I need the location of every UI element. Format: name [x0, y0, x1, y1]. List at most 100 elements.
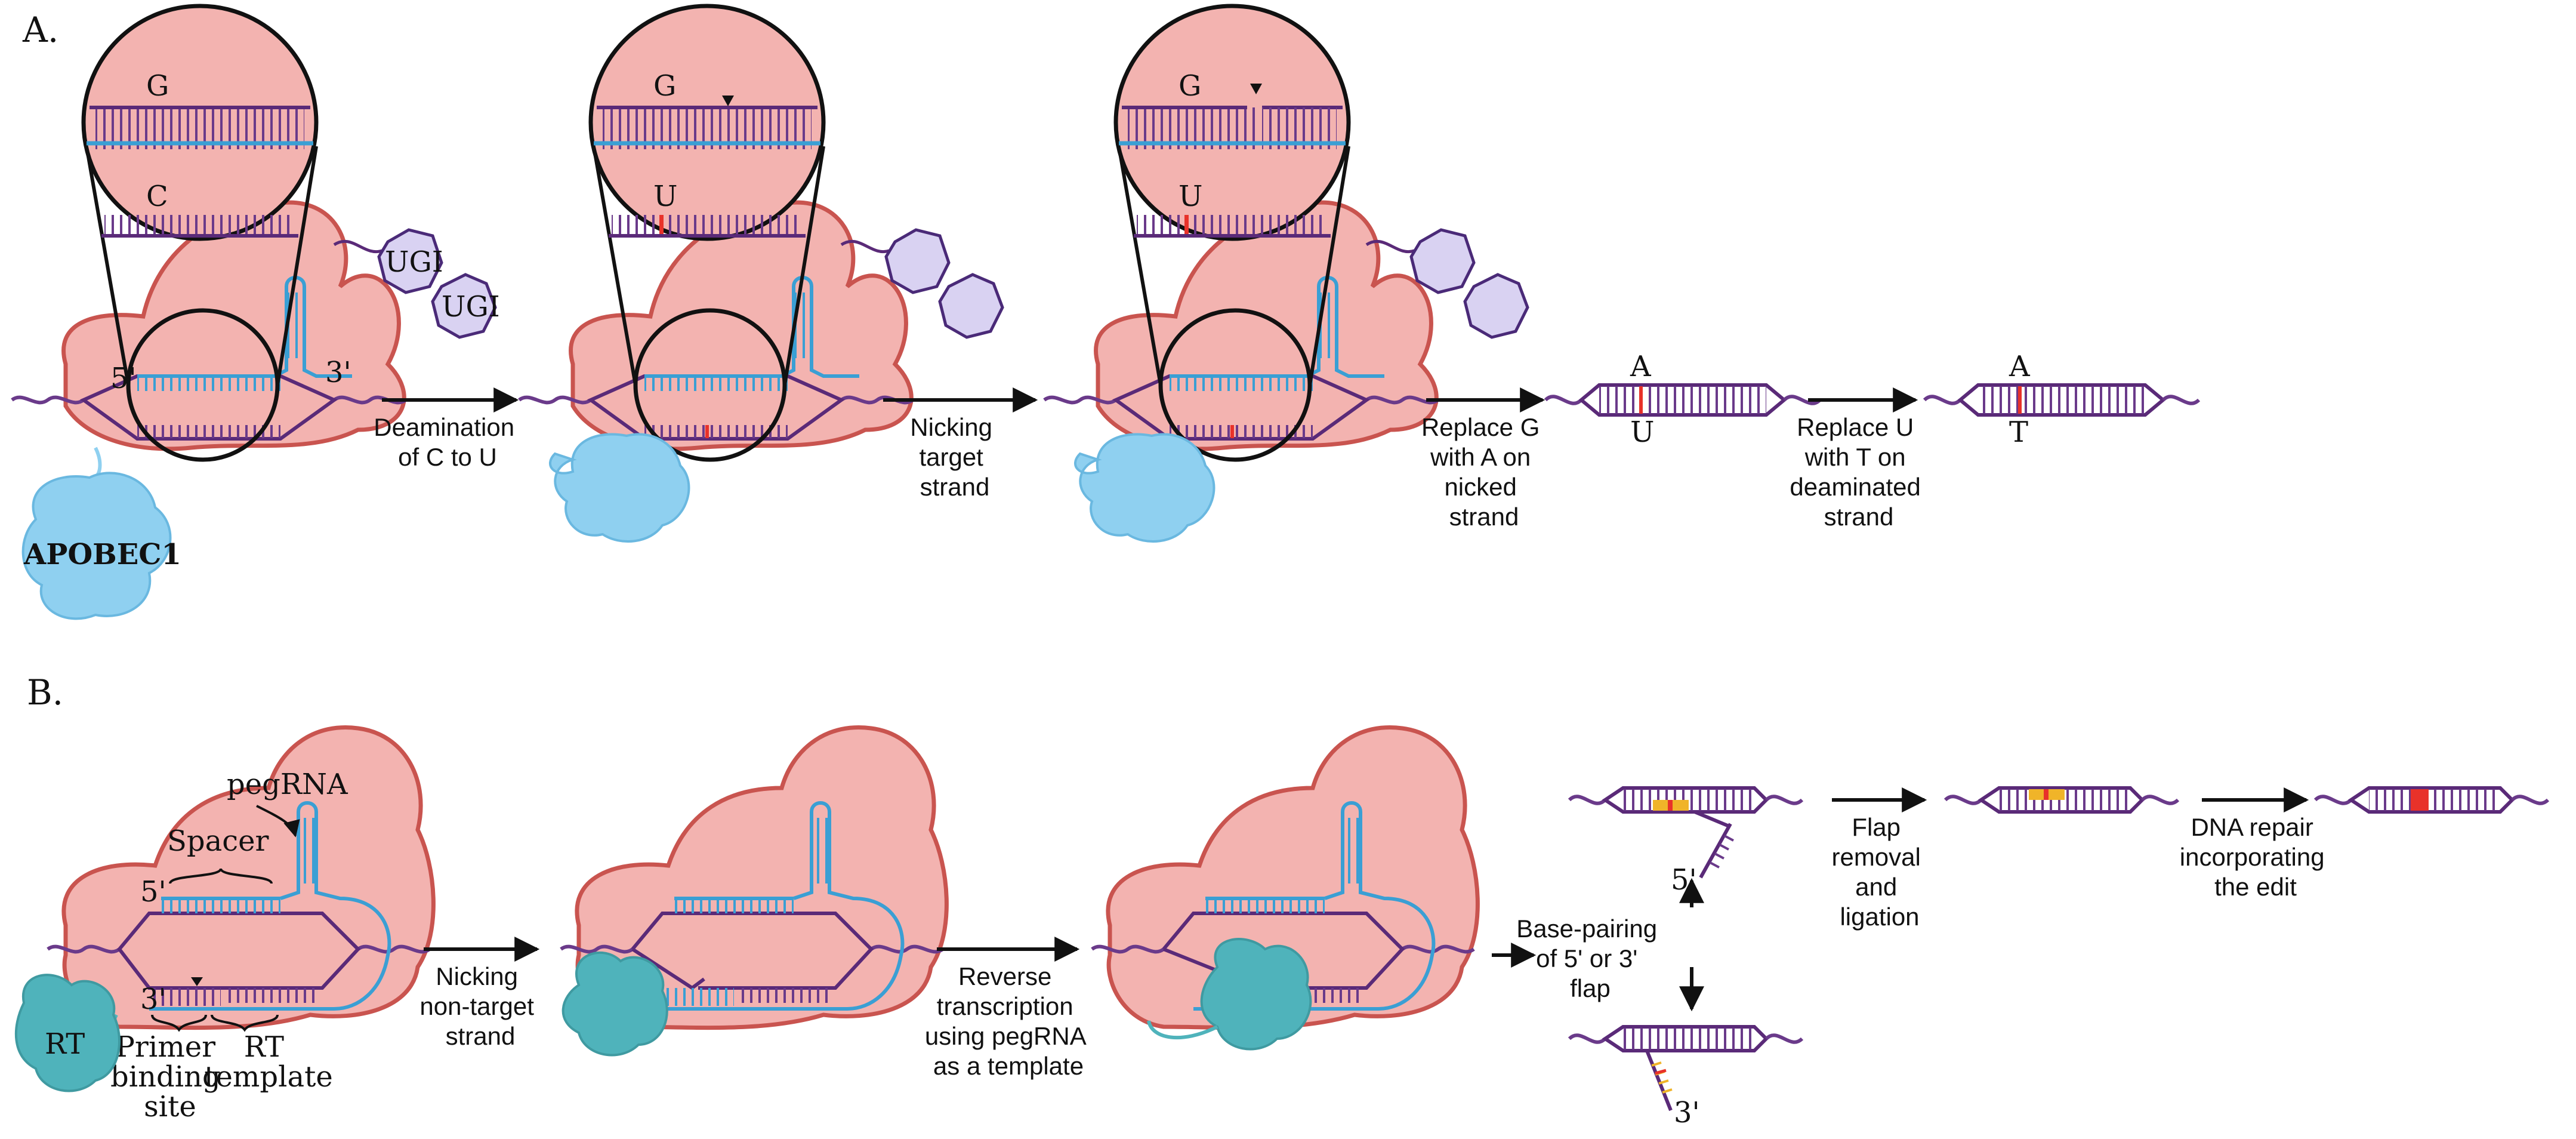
zoom-line-left — [592, 146, 637, 386]
duplex-rungs — [1599, 386, 1766, 414]
pegrna-hairpin-rungs — [1343, 818, 1361, 884]
zoom-line-right — [1308, 146, 1350, 386]
ugi-2 — [431, 273, 497, 339]
flap5-label: 5' — [1671, 863, 1697, 897]
rt-linker — [1147, 1020, 1218, 1040]
dna-end-left — [1544, 395, 1583, 405]
cas9-protein — [61, 200, 406, 451]
dna-end-right — [1782, 395, 1822, 405]
dna-helix-right — [357, 944, 431, 954]
ugi-linker — [333, 239, 382, 254]
edit-base — [705, 425, 709, 438]
dna-end-right — [2161, 395, 2201, 405]
end3-label: 3' — [325, 356, 351, 389]
dna1-bottom-base: U — [1630, 415, 1654, 449]
target-rungs — [1170, 425, 1313, 438]
cas9-protein — [569, 200, 914, 451]
b-final-product — [2313, 786, 2550, 814]
flap-5-strand — [1699, 823, 1732, 879]
edit-base — [2044, 789, 2049, 800]
a-complex-3: G U — [1043, 4, 1529, 543]
ugi-1-label: UGI — [385, 245, 443, 279]
ugi-1 — [1409, 228, 1476, 294]
dna-helix-right — [333, 395, 407, 405]
pegrna-label: pegRNA — [227, 768, 348, 801]
reverse-transcriptase — [562, 951, 668, 1057]
dna2-bottom-base: T — [2009, 415, 2028, 449]
apobec1-enzyme — [1074, 433, 1215, 543]
dna-end-left — [1568, 795, 1607, 805]
zoom-line-right — [783, 146, 825, 386]
apobec1-label: APOBEC1 — [23, 538, 181, 571]
ugi-1 — [884, 228, 951, 294]
dna-end-right — [1764, 795, 1804, 805]
dna-end-left — [1923, 395, 1962, 405]
flap3-label: 3' — [1674, 1096, 1700, 1129]
zoom-edit-base — [1184, 215, 1189, 236]
pegrna-hairpin-rungs — [812, 818, 829, 884]
rt-template-brace — [211, 1014, 279, 1032]
dna-helix-right — [840, 395, 914, 405]
zoom-bottom-base: C — [146, 180, 168, 213]
step-a3-label: Replace G with A on nicked strand — [1421, 413, 1547, 531]
b-complex-1: pegRNA Spacer 5' 3' Primer binding site … — [14, 725, 436, 1123]
pegrna-strand — [662, 801, 905, 1011]
zoom-bottom-base: U — [653, 180, 677, 213]
ugi-2-label: UGI — [442, 290, 500, 324]
b-complex-2 — [560, 725, 949, 1057]
dna-end-right — [1764, 1033, 1804, 1044]
duplex-rungs — [1623, 1028, 1754, 1049]
cas9-protein — [1094, 200, 1439, 451]
pbs-rungs — [662, 988, 734, 1006]
a-dna-result-2: A T — [1923, 350, 2201, 449]
b-ligated-product — [1943, 786, 2180, 814]
step-a4-label: Replace U with T on deaminated strand — [1790, 413, 1927, 531]
nick-marker-icon — [191, 977, 203, 986]
pegrna-pointer — [256, 805, 300, 838]
zoom-top-base: G — [1179, 69, 1201, 103]
target-rungs — [227, 988, 316, 1003]
step-b4-label: Flap removal and ligation — [1831, 813, 1927, 931]
dna-helix-left — [11, 395, 85, 405]
dna-end-left — [1568, 1033, 1607, 1044]
reverse-transcriptase — [14, 974, 121, 1092]
pegrna-hairpin-rungs — [298, 818, 316, 884]
a-dna-result-1: A U — [1544, 350, 1822, 449]
panel-a-label: A. — [22, 10, 58, 50]
zoom-line-left — [1117, 146, 1162, 386]
dna-end-left — [2313, 795, 2353, 805]
dna-helix-right — [1401, 944, 1475, 954]
pegrna-strand — [149, 801, 391, 1011]
spacer-rungs — [161, 898, 280, 913]
spacer-rungs — [137, 376, 280, 391]
step-b2-label: Reverse transcription using pegRNA as a … — [925, 962, 1092, 1080]
flap-3-strand — [1645, 1049, 1673, 1112]
edit-base — [2018, 386, 2022, 414]
step-a2-label: Nicking target strand — [910, 413, 999, 501]
target-rungs — [740, 988, 829, 1003]
dna-helix-left — [47, 944, 121, 954]
dna-helix-left — [560, 944, 634, 954]
reverse-transcriptase — [1200, 938, 1312, 1051]
edit-base — [2411, 789, 2429, 811]
prime-editor-protein — [575, 725, 949, 1030]
pegrna-strand — [1193, 801, 1436, 1011]
zoom-bottom-rungs — [104, 215, 295, 236]
step-b3-label: Base-pairing of 5' or 3' flap — [1516, 915, 1664, 1002]
peg-end3-label: 3' — [140, 983, 166, 1016]
b-flap5-product: 5' — [1568, 786, 1804, 897]
ugi-2 — [938, 273, 1004, 339]
spacer-rungs — [1170, 376, 1313, 391]
ugi-1 — [377, 228, 443, 294]
rt-label: RT — [45, 1027, 85, 1061]
pbs-label: Primer binding site — [110, 1030, 230, 1123]
zoom-bottom-rungs — [612, 215, 803, 236]
zoom-bottom-rungs — [1137, 215, 1328, 236]
dna-helix-left — [1043, 395, 1117, 405]
dna1-top-base: A — [1630, 350, 1652, 383]
ugi-2 — [1463, 273, 1529, 339]
edit-base — [1655, 1069, 1667, 1075]
target-rungs — [644, 425, 788, 438]
b-flap3-product: 3' — [1568, 1025, 1804, 1129]
